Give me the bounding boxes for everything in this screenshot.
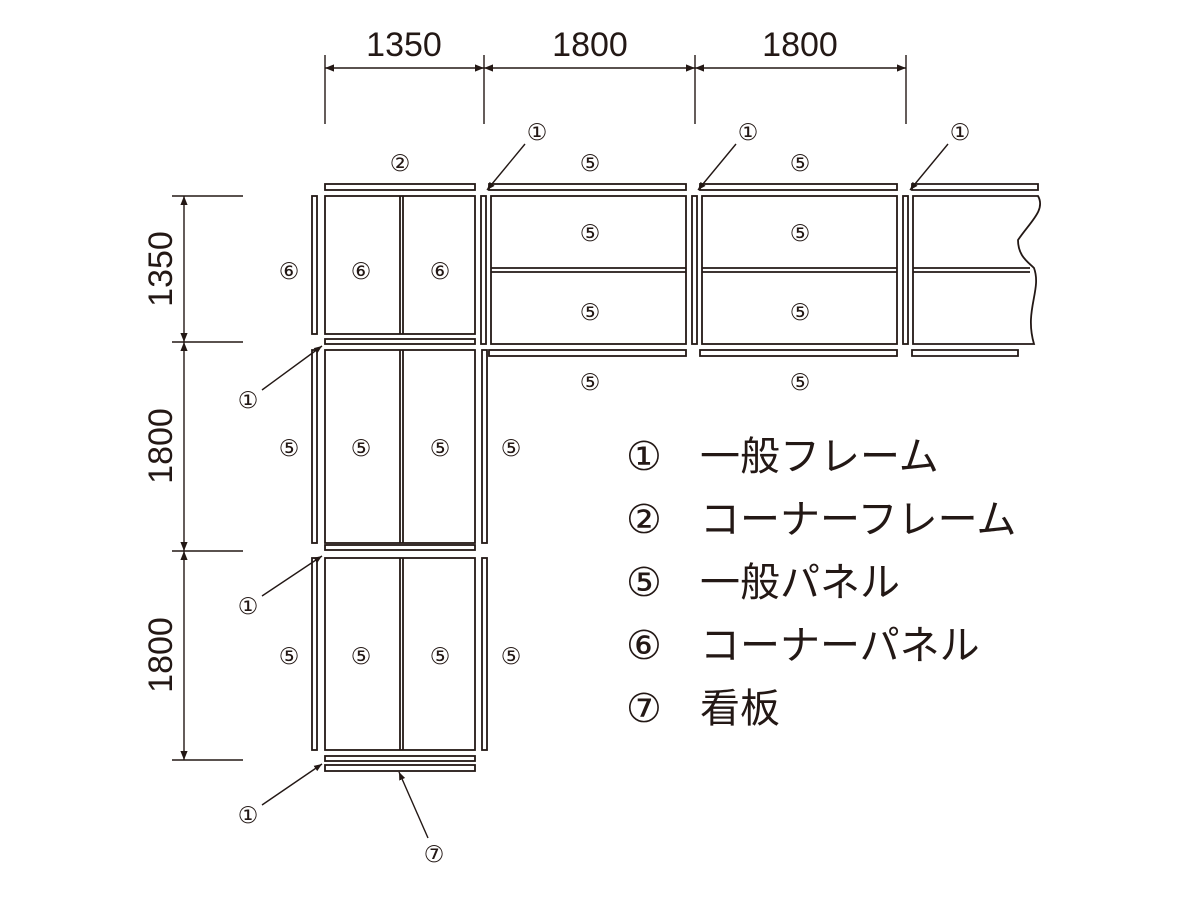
- circled-markers: ① ① ① ① ① ① ② ⑤ ⑤ ⑤ ⑤ ⑤ ⑤ ⑤ ⑤ ⑥ ⑥ ⑥ ⑤ ⑤ …: [238, 120, 971, 868]
- marker-corner-panel: ⑥: [430, 259, 451, 285]
- marker-panel: ⑤: [580, 221, 601, 247]
- marker-panel: ⑤: [279, 644, 300, 670]
- marker-frame: ①: [950, 120, 971, 146]
- marker-panel: ⑤: [351, 644, 372, 670]
- top-dimension-2: 1800: [552, 26, 628, 64]
- booth-structure: [311, 183, 1041, 772]
- marker-panel: ⑤: [501, 644, 522, 670]
- marker-panel: ⑤: [580, 151, 601, 177]
- marker-frame: ①: [238, 803, 259, 829]
- legend-symbol-4: ⑥: [626, 623, 662, 669]
- legend-symbol-1: ①: [626, 434, 662, 480]
- marker-frame: ①: [238, 388, 259, 414]
- callout-arrows: [261, 143, 949, 839]
- marker-corner-panel: ⑥: [279, 259, 300, 285]
- marker-panel: ⑤: [580, 370, 601, 396]
- marker-panel: ⑤: [351, 436, 372, 462]
- marker-frame: ①: [527, 120, 548, 146]
- marker-panel: ⑤: [430, 644, 451, 670]
- top-dimensions: [324, 55, 907, 124]
- marker-panel: ⑤: [279, 436, 300, 462]
- legend-label-2: コーナーフレーム: [700, 497, 1016, 543]
- legend-symbol-5: ⑦: [626, 686, 662, 732]
- marker-corner-panel: ⑥: [351, 259, 372, 285]
- left-dimension-2: 1800: [142, 408, 180, 484]
- marker-frame: ①: [738, 120, 759, 146]
- marker-panel: ⑤: [501, 436, 522, 462]
- marker-panel: ⑤: [430, 436, 451, 462]
- marker-corner-frame: ②: [390, 151, 411, 177]
- legend: ① 一般フレーム ② コーナーフレーム ⑤ 一般パネル ⑥ コーナーパネル ⑦ …: [626, 434, 1016, 732]
- legend-label-5: 看板: [700, 686, 780, 732]
- top-dimension-3: 1800: [762, 26, 838, 64]
- marker-panel: ⑤: [790, 151, 811, 177]
- legend-symbol-2: ②: [626, 497, 662, 543]
- marker-signboard: ⑦: [424, 842, 445, 868]
- marker-panel: ⑤: [790, 221, 811, 247]
- left-dimensions: [172, 195, 243, 761]
- marker-frame: ①: [238, 594, 259, 620]
- legend-label-4: コーナーパネル: [700, 623, 980, 669]
- legend-symbol-3: ⑤: [626, 560, 662, 606]
- marker-panel: ⑤: [790, 300, 811, 326]
- left-dimension-1: 1350: [142, 231, 180, 307]
- legend-label-3: 一般パネル: [700, 560, 900, 606]
- marker-panel: ⑤: [580, 300, 601, 326]
- legend-label-1: 一般フレーム: [700, 434, 939, 480]
- left-dimension-3: 1800: [142, 617, 180, 693]
- marker-panel: ⑤: [790, 370, 811, 396]
- top-dimension-1: 1350: [366, 26, 442, 64]
